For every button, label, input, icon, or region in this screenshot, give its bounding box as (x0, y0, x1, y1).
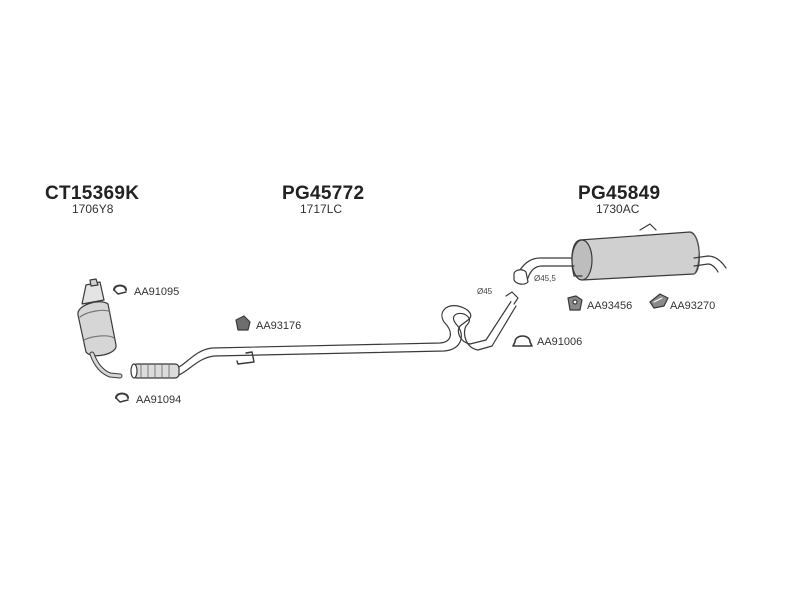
middle-pipe[interactable] (130, 291, 519, 379)
dimension-45: Ø45 (477, 287, 493, 296)
part-label-aa93456: AA93456 (587, 300, 633, 312)
part-label-aa91095: AA91095 (134, 286, 180, 298)
rubber-aa93456-icon[interactable] (567, 295, 583, 311)
middle-pipe-ref: 1717LC (300, 202, 343, 216)
rubber-mount-aa93176-icon[interactable] (235, 315, 251, 331)
catalyst-code: CT15369K (45, 183, 140, 204)
rubber-aa93270-icon[interactable] (649, 293, 669, 309)
catalyst-ref: 1706Y8 (72, 202, 114, 216)
part-label-aa93270: AA93270 (670, 300, 716, 312)
rear-silencer-ref: 1730AC (596, 202, 640, 216)
clamp-aa91006-icon[interactable] (512, 335, 533, 347)
middle-pipe-code: PG45772 (282, 183, 365, 204)
part-label-aa93176: AA93176 (256, 320, 302, 332)
clamp-aa91095-icon[interactable] (113, 284, 127, 295)
rear-silencer[interactable] (513, 223, 727, 285)
dimension-45-5: Ø45,5 (534, 274, 556, 283)
part-label-aa91094: AA91094 (136, 394, 182, 406)
part-label-aa91006: AA91006 (537, 336, 583, 348)
rear-silencer-code: PG45849 (578, 183, 661, 204)
clamp-aa91094-icon[interactable] (115, 392, 129, 403)
catalytic-converter[interactable] (77, 278, 123, 379)
